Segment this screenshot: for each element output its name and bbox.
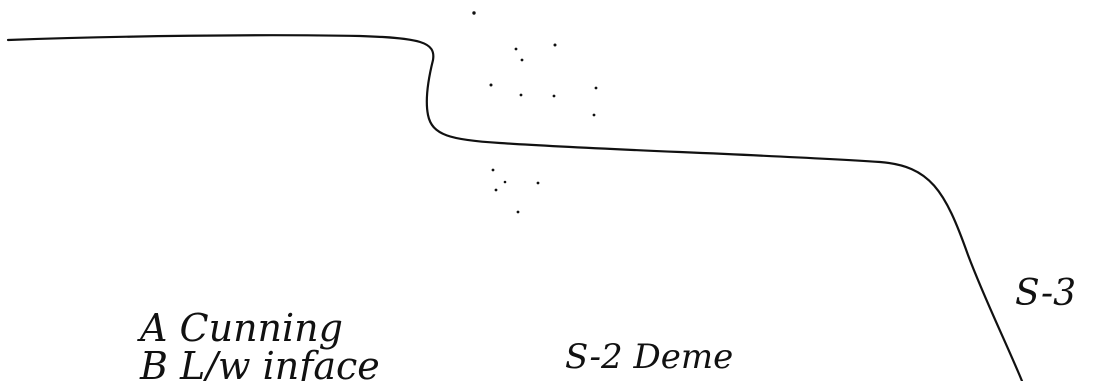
label-s3: S-3	[1015, 273, 1076, 314]
label-s2-deme: S-2 Deme	[565, 337, 733, 377]
label-b-interface: B L/w inface	[139, 344, 380, 381]
dot-cluster-lower	[491, 168, 540, 214]
profile-line	[6, 34, 1024, 381]
label-a-cunning: A Cunning	[137, 306, 343, 350]
dot-cluster-upper	[472, 11, 598, 117]
